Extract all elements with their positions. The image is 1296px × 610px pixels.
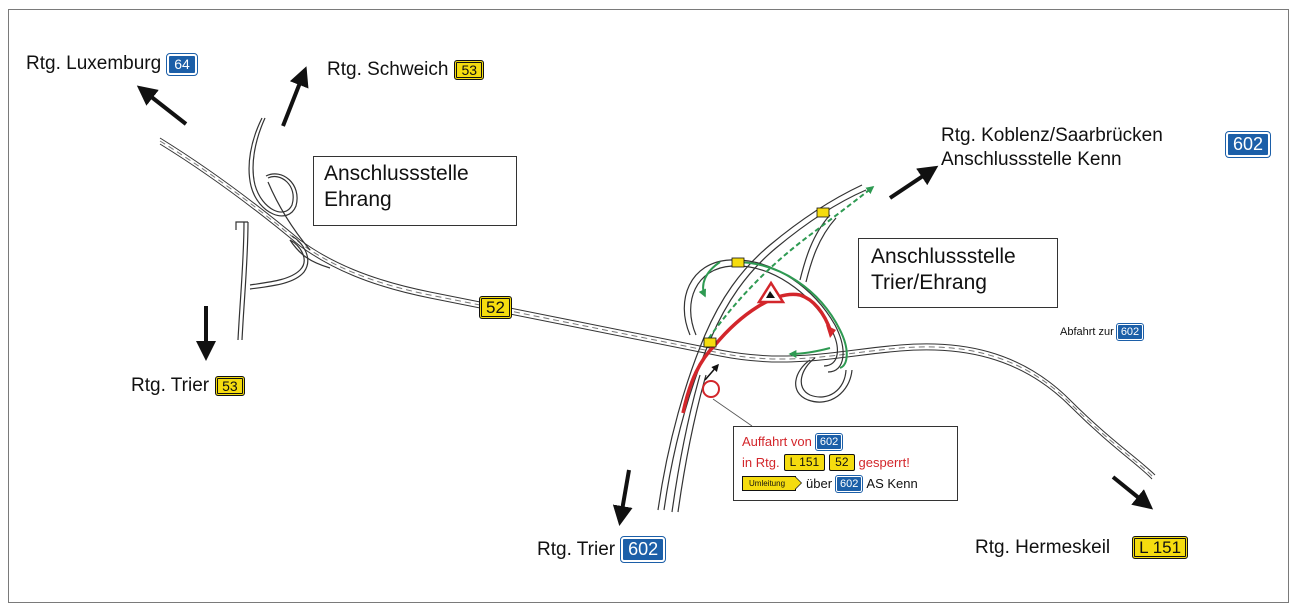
label-schweich-text: Rtg. Schweich — [327, 59, 449, 80]
box-trier-ehrang: Anschlussstelle Trier/Ehrang — [858, 238, 1058, 308]
box-trier-ehrang-line1: Anschlussstelle — [871, 245, 1016, 268]
ehrang-interchange — [235, 117, 331, 341]
detour-route — [698, 186, 875, 369]
route-sign-53: 53 — [215, 376, 245, 396]
box-ehrang-line2: Ehrang — [324, 188, 392, 211]
label-luxemburg: Rtg. Luxemburg 64 — [26, 52, 198, 76]
closure-info-box: Auffahrt von 602 in Rtg. L 151 52 gesper… — [733, 426, 958, 501]
map-route-markers — [703, 207, 830, 348]
box-ehrang: Anschlussstelle Ehrang — [313, 156, 517, 226]
label-trier-53-text: Rtg. Trier — [131, 375, 210, 396]
arrow-icon — [704, 363, 719, 381]
info-line3-text: über — [806, 476, 833, 491]
closed-ramp-end — [826, 325, 836, 338]
route-sign-l151: L 151 — [1132, 536, 1189, 559]
closed-ramp — [681, 292, 833, 414]
label-hermeskeil-text: Rtg. Hermeskeil — [975, 536, 1111, 558]
route-sign-52: 52 — [829, 454, 855, 471]
roadworks-warning-icon — [756, 280, 786, 304]
map-frame — [8, 9, 1289, 603]
arrow-icon — [281, 66, 309, 127]
box-trier-ehrang-line2: Trier/Ehrang — [871, 271, 987, 294]
main-road-b52 — [159, 137, 1156, 480]
detour-sign: Umleitung — [742, 476, 803, 491]
label-koblenz-line2: Anschlussstelle Kenn — [941, 149, 1122, 170]
motorway-sign-602: 602 — [620, 536, 667, 563]
label-trier-53: Rtg. Trier 53 — [131, 375, 245, 397]
road-number-52: 52 — [479, 296, 512, 319]
info-line1: Auffahrt von 602 — [742, 431, 949, 452]
motorway-sign-602: 602 — [1115, 323, 1145, 341]
direction-arrows — [136, 66, 1154, 526]
arrow-icon — [136, 85, 188, 126]
info-line2: in Rtg. L 151 52 gesperrt! — [742, 452, 949, 473]
motorway-sign-602: 602 — [835, 474, 864, 493]
callout-line — [712, 398, 753, 427]
arrow-icon — [888, 165, 939, 200]
label-trier-602: Rtg. Trier 602 — [537, 536, 667, 563]
label-trier-602-text: Rtg. Trier — [537, 538, 616, 560]
no-entry-icon — [702, 380, 720, 398]
label-abfahrt-text: Abfahrt zur — [1060, 326, 1114, 338]
label-koblenz: Rtg. Koblenz/Saarbrücken Anschlussstelle… — [941, 124, 1163, 172]
label-luxemburg-text: Rtg. Luxemburg — [26, 53, 162, 74]
route-sign-52: 52 — [479, 296, 512, 319]
arrow-icon — [1111, 475, 1154, 510]
motorway-sign-64: 64 — [166, 52, 198, 76]
info-line2-suffix: gesperrt! — [858, 455, 910, 470]
info-line1-text: Auffahrt von — [742, 434, 812, 449]
info-line3: Umleitung über 602 AS Kenn — [742, 473, 949, 494]
label-abfahrt: Abfahrt zur 602 — [1060, 323, 1145, 341]
label-hermeskeil: Rtg. Hermeskeil L 151 — [975, 536, 1189, 559]
arrow-icon — [612, 469, 633, 526]
info-line2-prefix: in Rtg. — [742, 455, 780, 470]
route-sign-l151: L 151 — [783, 454, 826, 471]
motorway-sign-602: 602 — [814, 432, 844, 451]
route-sign-53: 53 — [454, 60, 485, 80]
info-line3-suffix: AS Kenn — [866, 476, 918, 491]
label-schweich: Rtg. Schweich 53 — [327, 59, 485, 81]
motorway-sign-602: 602 — [1224, 131, 1272, 158]
koblenz-sign: 602 — [1224, 131, 1272, 158]
label-koblenz-line1: Rtg. Koblenz/Saarbrücken — [941, 125, 1163, 146]
box-ehrang-line1: Anschlussstelle — [324, 162, 469, 185]
